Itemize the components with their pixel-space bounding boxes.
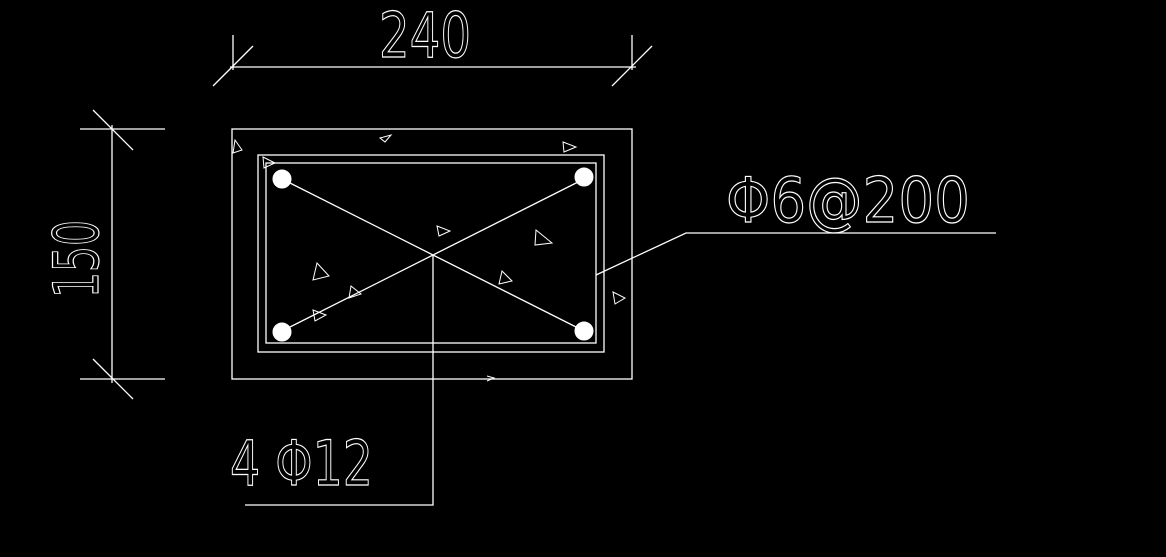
hatch-marker	[262, 156, 277, 169]
hatch-marker	[348, 285, 363, 299]
dimension-width: 240	[212, 0, 653, 87]
dim-height-tick-top	[92, 109, 134, 151]
hatch-marker	[312, 261, 330, 281]
hatch-marker	[486, 375, 496, 382]
rebar-top-right	[574, 167, 594, 187]
hatch-marker	[562, 141, 578, 153]
main-bar-callout: 4 Φ12	[229, 255, 434, 506]
rebar-bottom-left	[272, 322, 292, 342]
concrete-section-outline	[231, 128, 633, 380]
stirrup	[257, 154, 605, 353]
dim-width-tick-left	[212, 45, 254, 87]
hatch-marker	[232, 138, 243, 154]
dimension-height: 150	[39, 109, 165, 400]
main-bar-leader-line	[245, 255, 434, 506]
stirrup-leader-line	[595, 232, 996, 276]
stirrup-inner	[265, 162, 597, 344]
hatch-marker	[612, 291, 627, 305]
hatch-marker	[498, 270, 513, 285]
hatch-marker	[312, 309, 328, 322]
main-bars	[272, 167, 594, 342]
hatch-marker	[534, 229, 554, 246]
rebar-top-left	[272, 169, 292, 189]
main-bar-label: 4 Φ12	[230, 427, 373, 500]
rebar-bottom-right	[574, 321, 594, 341]
stirrup-callout: Φ6@200	[595, 163, 996, 276]
stirrup-outer	[257, 154, 605, 353]
dim-height-tick-bottom	[92, 358, 134, 400]
dim-height-text: 150	[40, 220, 113, 298]
dim-width-text: 240	[379, 0, 471, 72]
stirrup-label: Φ6@200	[726, 164, 970, 237]
hatch-marker	[436, 225, 452, 237]
concrete-hatch-markers	[232, 134, 627, 382]
hatch-marker	[378, 134, 393, 143]
dim-width-tick-right	[611, 45, 653, 87]
